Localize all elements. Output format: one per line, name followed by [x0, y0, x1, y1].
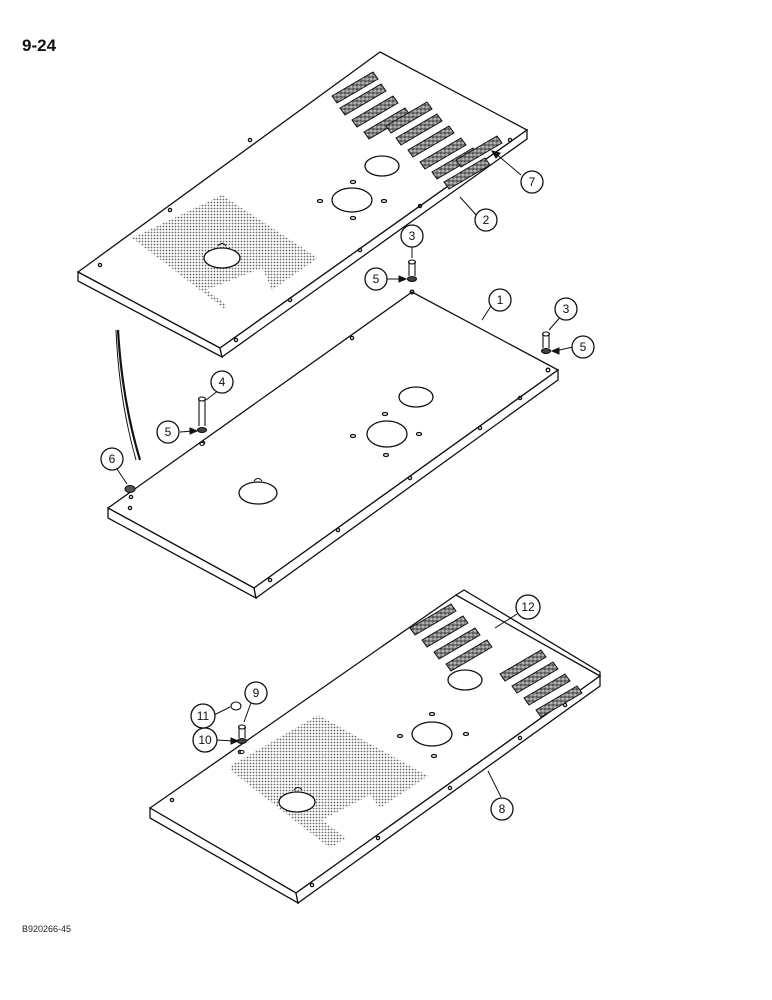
callout-7: 7	[520, 170, 544, 194]
lower-mesh-hole	[278, 791, 316, 813]
callout-3-right-label: 3	[563, 302, 570, 316]
bolt-right	[540, 331, 552, 355]
callout-5-top-label: 5	[373, 272, 380, 286]
callout-3-right: 3	[554, 297, 578, 321]
callout-9-label: 9	[253, 686, 260, 700]
lower-cover-panel	[148, 589, 602, 905]
lower-hole-small	[447, 669, 483, 691]
callout-9: 9	[244, 681, 268, 705]
vent-panel-upper	[331, 71, 503, 190]
bolt-left	[196, 396, 208, 447]
callout-5-top: 5	[364, 267, 388, 291]
callout-3-top-label: 3	[409, 229, 416, 243]
washer-top	[406, 275, 418, 283]
callout-4-label: 4	[219, 375, 226, 389]
lower-mesh-area	[230, 715, 428, 848]
page-number: 9-24	[22, 36, 57, 55]
bolt-lower	[236, 724, 248, 755]
middle-plate-hole-left	[238, 481, 278, 505]
callout-10: 10	[192, 727, 218, 753]
callout-6-label: 6	[109, 452, 116, 466]
callout-2-label: 2	[483, 213, 490, 227]
callout-10-label: 10	[198, 733, 212, 747]
callout-1-label: 1	[497, 293, 504, 307]
bolt-top	[406, 259, 418, 283]
lower-hole-large	[411, 721, 453, 747]
washer-left	[196, 426, 208, 434]
upper-cover-panel	[76, 51, 529, 359]
callout-6: 6	[100, 447, 124, 471]
middle-plate-hole-small	[398, 386, 434, 408]
middle-plate	[106, 289, 560, 600]
vent-panel-lower	[409, 603, 583, 718]
upper-mesh-hole	[203, 247, 241, 269]
callout-2: 2	[474, 208, 498, 232]
plug-lower	[230, 701, 242, 711]
callout-7-label: 7	[529, 175, 536, 189]
lift-arrow	[116, 329, 142, 461]
plug-middle	[124, 485, 136, 493]
callout-11: 11	[190, 703, 216, 729]
callout-4: 4	[210, 370, 234, 394]
callout-8: 8	[490, 797, 514, 821]
callout-1: 1	[488, 288, 512, 312]
callout-12: 12	[515, 594, 541, 620]
callout-5-left-label: 5	[165, 425, 172, 439]
drawing-code: B920266-45	[22, 924, 72, 934]
callout-12-label: 12	[521, 600, 535, 614]
upper-center-hole-small	[364, 155, 400, 177]
callout-11-label: 11	[197, 709, 210, 723]
leader-lines	[116, 150, 574, 798]
callout-5-right-label: 5	[580, 340, 587, 354]
upper-center-hole-large	[331, 187, 373, 213]
washer-right	[540, 347, 552, 355]
callout-5-left: 5	[156, 420, 180, 444]
middle-plate-hole-large	[366, 420, 408, 448]
callout-8-label: 8	[499, 802, 506, 816]
callout-3-top: 3	[400, 224, 424, 248]
callout-5-right: 5	[571, 335, 595, 359]
